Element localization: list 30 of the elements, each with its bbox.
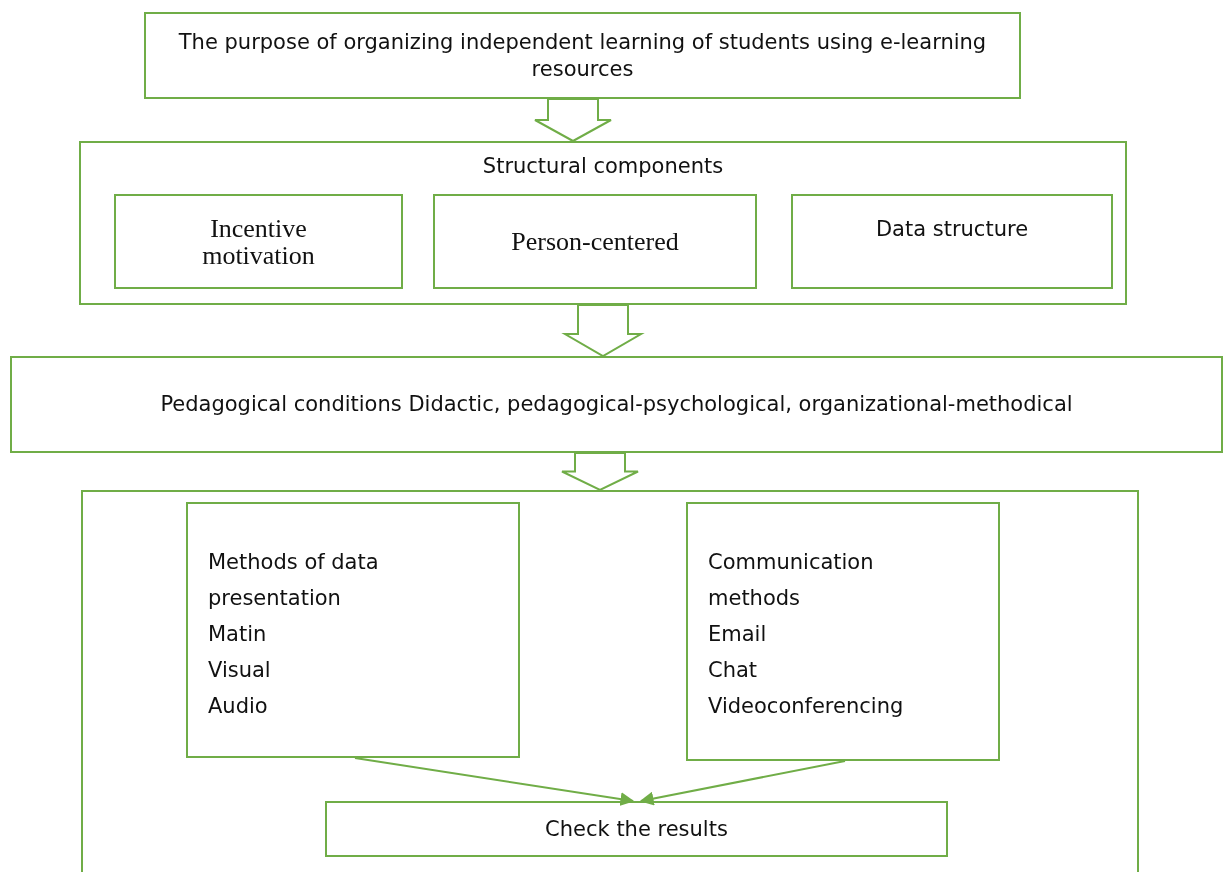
container-box <box>81 490 1139 872</box>
process-box <box>114 194 403 289</box>
process-box <box>433 194 757 289</box>
process-box <box>791 194 1113 289</box>
box-label: Incentive motivation <box>201 214 316 269</box>
list-item: Matin <box>208 621 267 648</box>
list-item: Chat <box>708 657 758 684</box>
process-box <box>144 12 1021 99</box>
process-box <box>686 502 1000 761</box>
box-label: Check the results <box>545 815 728 843</box>
box-label: Communication methods <box>708 549 875 612</box>
process-box <box>186 502 520 758</box>
block-arrow <box>534 98 612 143</box>
arrow <box>354 757 635 806</box>
group-box <box>79 141 1127 305</box>
list-item: Videoconferencing <box>708 693 904 720</box>
box-label: Data structure <box>875 216 1029 243</box>
box-label: The purpose of organizing independent learning of students using e-learning resources <box>177 28 988 83</box>
box-label: Pedagogical conditions Didactic, pedagogical-psychological, organizational-methodical <box>160 391 1073 418</box>
block-arrow <box>561 452 639 492</box>
box-label: Methods of data presentation <box>208 549 380 612</box>
box-label: Person-centered <box>511 228 679 255</box>
list-item: Audio <box>208 693 268 720</box>
arrow <box>639 760 846 806</box>
block-arrow <box>561 304 645 358</box>
list-item: Email <box>708 621 767 648</box>
process-box <box>325 801 948 857</box>
list-item: Visual <box>208 657 271 684</box>
process-box <box>10 356 1223 453</box>
box-label: Structural components <box>482 153 724 180</box>
